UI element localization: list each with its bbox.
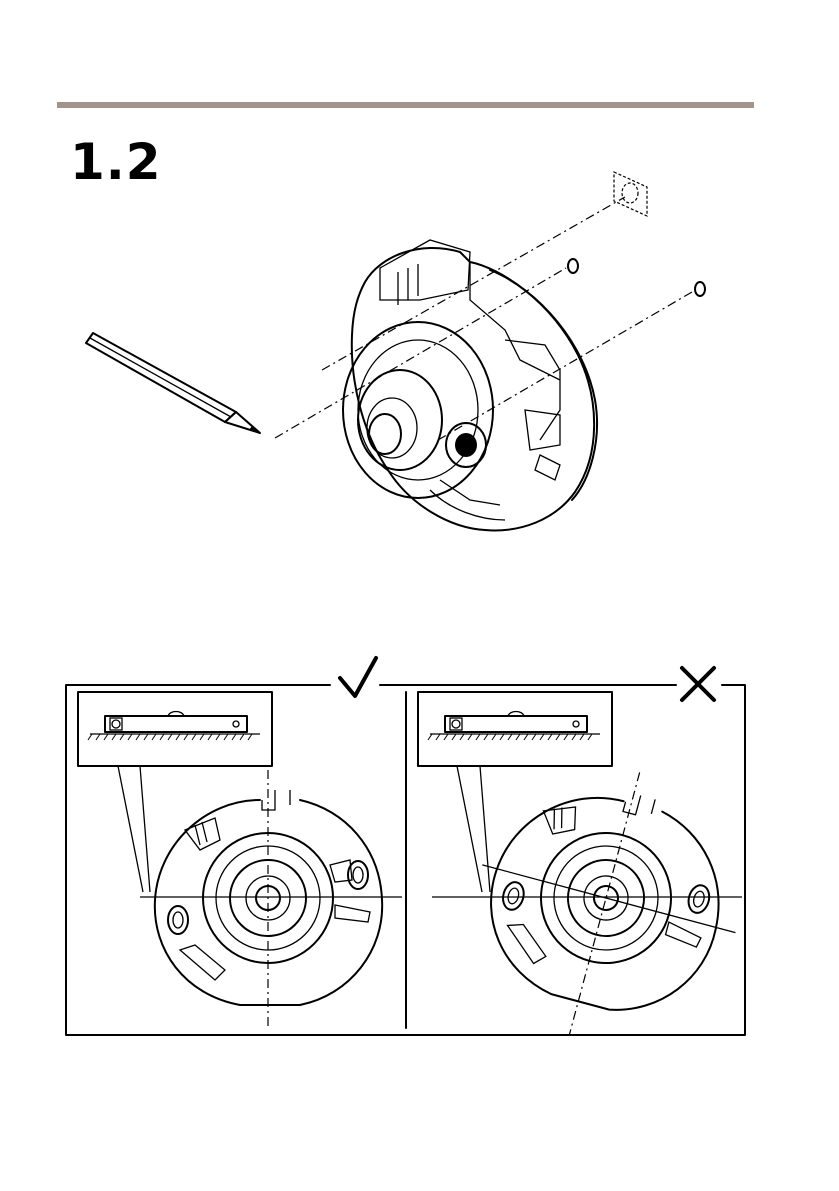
checkmark-icon <box>340 658 376 696</box>
spirit-level-inset-correct <box>78 692 272 892</box>
pencil-icon <box>86 333 260 433</box>
spirit-level-inset-incorrect <box>418 692 612 892</box>
camera-housing <box>343 240 597 530</box>
cross-icon <box>682 668 714 700</box>
camera-base-level <box>140 770 402 1030</box>
mounting-hole-outline <box>614 172 647 216</box>
camera-mount-illustration <box>0 0 839 600</box>
camera-base-tilted <box>432 739 769 1070</box>
screw-hole-marks <box>568 259 705 296</box>
leveling-comparison <box>0 650 839 1050</box>
